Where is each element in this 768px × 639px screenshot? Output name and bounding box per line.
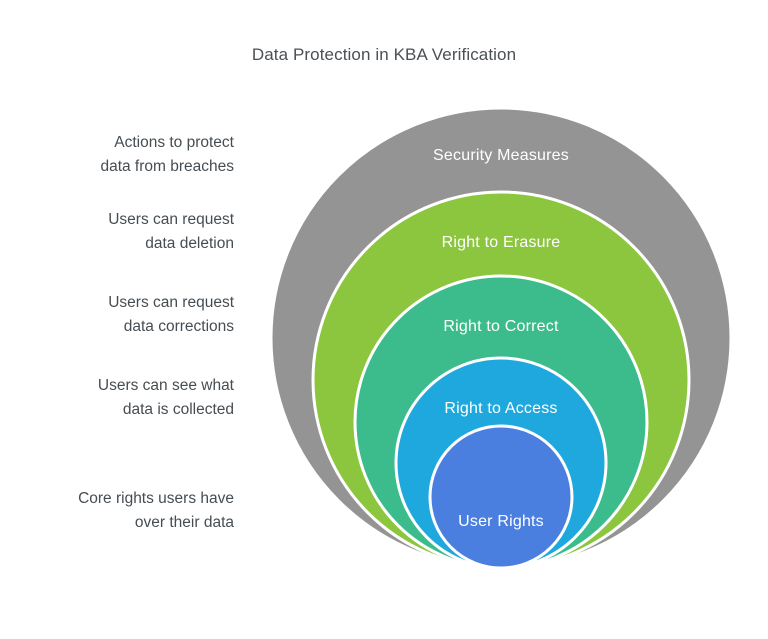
annotation-right-to-erasure: Users can request data deletion [108, 211, 234, 252]
circle-label-right-to-erasure: Right to Erasure [442, 234, 561, 251]
circle-label-user-rights: User Rights [458, 513, 544, 530]
annotation-column: Actions to protect data from breaches Us… [0, 0, 252, 639]
circle-user-rights[interactable] [428, 424, 574, 570]
annotation-user-rights: Core rights users have over their data [78, 490, 234, 531]
circle-label-right-to-access: Right to Access [444, 400, 557, 417]
annotation-right-to-correct: Users can request data corrections [108, 294, 234, 335]
circle-label-security-measures: Security Measures [433, 147, 569, 164]
annotation-security-measures: Actions to protect data from breaches [100, 134, 234, 175]
annotation-right-to-access: Users can see what data is collected [97, 377, 234, 418]
page-title: Data Protection in KBA Verification [251, 45, 517, 64]
circle-label-right-to-correct: Right to Correct [443, 318, 559, 335]
